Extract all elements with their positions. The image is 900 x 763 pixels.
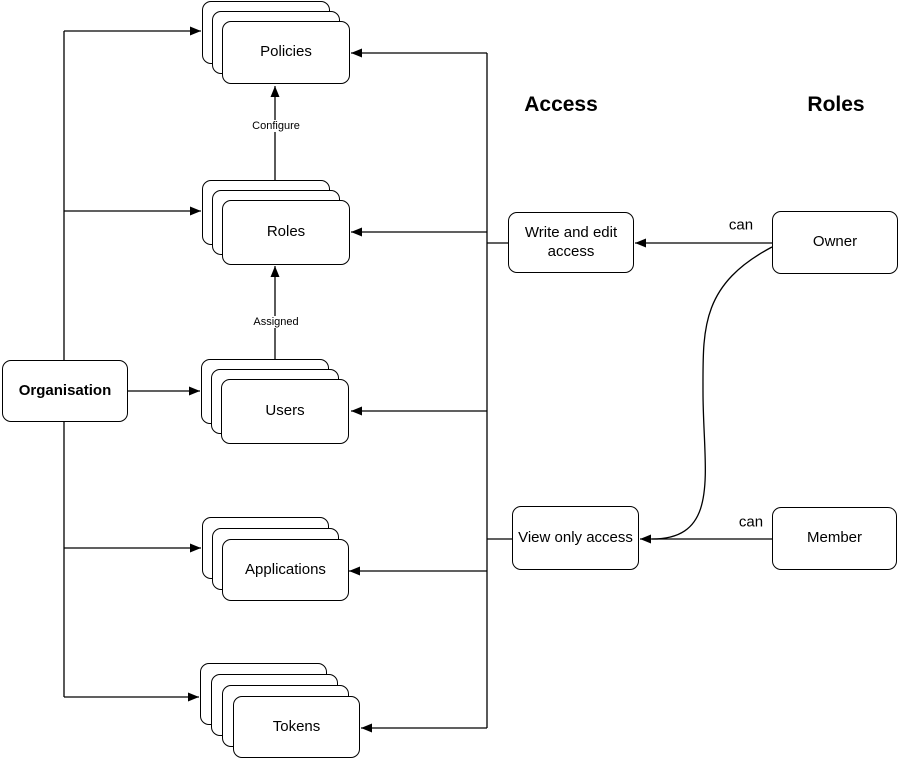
assigned-edge-label: Assigned	[250, 316, 302, 328]
member-can-edge-label: can	[736, 513, 766, 531]
roles-node: Roles	[222, 200, 350, 265]
policies-node-label: Policies	[260, 43, 312, 61]
view-only-access-label: View only access	[518, 528, 633, 546]
organisation-node-label: Organisation	[18, 381, 112, 399]
organisation-node: Organisation	[2, 360, 128, 422]
policies-node: Policies	[222, 21, 350, 84]
owner-node-label: Owner	[812, 233, 858, 251]
member-node: Member	[772, 507, 897, 570]
owner-node: Owner	[772, 211, 898, 274]
write-edit-access-node: Write and edit access	[508, 212, 634, 273]
tokens-node-label: Tokens	[272, 717, 321, 735]
applications-node-label: Applications	[245, 560, 326, 578]
edge-owner-to-view-curve	[651, 246, 773, 540]
roles-column-header: Roles	[807, 93, 865, 116]
tokens-node: Tokens	[233, 696, 360, 758]
view-only-access-node: View only access	[512, 506, 639, 570]
users-node-label: Users	[265, 402, 305, 420]
users-node: Users	[221, 379, 349, 444]
access-column-header: Access	[524, 93, 598, 116]
configure-edge-label: Configure	[249, 120, 303, 132]
member-node-label: Member	[806, 529, 862, 547]
write-edit-access-label: Write and edit access	[524, 223, 618, 260]
roles-node-label: Roles	[266, 223, 306, 241]
owner-can-edge-label: can	[726, 216, 756, 234]
applications-node: Applications	[222, 539, 349, 601]
